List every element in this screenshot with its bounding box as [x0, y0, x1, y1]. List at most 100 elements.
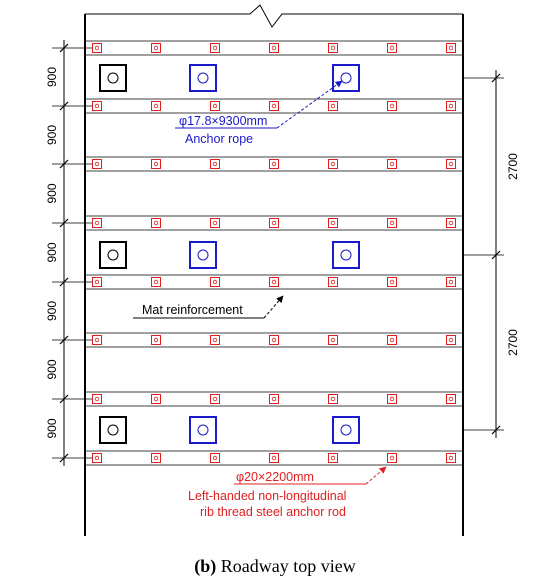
anchor-rod-hole	[389, 220, 395, 226]
anchor-rod-hole	[271, 279, 277, 285]
anchor-rod-square	[92, 277, 102, 287]
anchor-rod-hole	[330, 455, 336, 461]
anchor-rod-hole	[389, 45, 395, 51]
anchor-rod-square	[328, 394, 338, 404]
right-dim-tick	[491, 425, 501, 435]
anchor-rod-hole	[448, 337, 454, 343]
anchor-rod-hole	[448, 396, 454, 402]
anchor-rod-hole	[271, 103, 277, 109]
anchor-rod-hole	[330, 279, 336, 285]
left-dim-tick	[59, 159, 69, 169]
anchor-rod-square	[92, 394, 102, 404]
left-dim-value: 900	[45, 301, 59, 321]
anchor-rod-square	[328, 335, 338, 345]
anchor-rod-hole	[330, 103, 336, 109]
anchor-rod-square	[210, 335, 220, 345]
left-dim-tick	[59, 394, 69, 404]
anchor-rope-spec: φ17.8×9300mm	[179, 114, 267, 128]
anchor-rod-square	[210, 277, 220, 287]
anchor-rod-square	[328, 453, 338, 463]
anchor-rod-hole	[448, 279, 454, 285]
anchor-rod-square	[446, 453, 456, 463]
anchor-rod-square	[92, 43, 102, 53]
anchor-rod-square	[269, 453, 279, 463]
anchor-rod-hole	[330, 161, 336, 167]
anchor-rod-hole	[271, 396, 277, 402]
anchor-rod-square	[446, 43, 456, 53]
anchor-rod-square	[151, 394, 161, 404]
anchor-rod-hole	[153, 103, 159, 109]
right-dim-tick	[491, 250, 501, 260]
anchor-rod-square	[92, 101, 102, 111]
anchor-rod-square	[151, 453, 161, 463]
anchor-rod-hole	[448, 455, 454, 461]
anchor-rod-hole	[389, 161, 395, 167]
anchor-rod-hole	[389, 279, 395, 285]
anchor-rod-hole	[271, 337, 277, 343]
anchor-rod-hole	[271, 455, 277, 461]
anchor-rod-markers	[92, 43, 456, 463]
anchor-rod-square	[387, 218, 397, 228]
anchor-rod-hole	[153, 396, 159, 402]
anchor-rod-square	[210, 218, 220, 228]
anchor-rod-hole	[94, 103, 100, 109]
caption-letter: (b)	[194, 556, 217, 576]
anchor-rod-hole	[94, 161, 100, 167]
anchor-rod-square	[269, 335, 279, 345]
anchor-rod-square	[387, 43, 397, 53]
right-dim-tick	[491, 73, 501, 83]
anchor-rod-hole	[94, 45, 100, 51]
anchor-rod-square	[92, 335, 102, 345]
anchor-rope-hole	[197, 249, 209, 261]
anchor-rod-hole	[448, 45, 454, 51]
anchor-rod-square	[210, 43, 220, 53]
anchor-rod-hole	[153, 220, 159, 226]
anchor-rod-square	[92, 453, 102, 463]
anchor-rod-hole	[271, 45, 277, 51]
anchor-rod-hole	[212, 337, 218, 343]
anchor-rod-square	[446, 159, 456, 169]
left-dim-value: 900	[45, 183, 59, 203]
anchor-rod-hole	[389, 396, 395, 402]
anchor-rod-hole	[389, 337, 395, 343]
left-dim-tick	[59, 277, 69, 287]
caption-text: Roadway top view	[216, 556, 356, 576]
left-dim-value: 900	[45, 359, 59, 379]
anchor-rope-markers	[99, 64, 360, 444]
anchor-rod-hole	[271, 220, 277, 226]
anchor-rod-square	[151, 101, 161, 111]
mat-reinforcement-label: Mat reinforcement	[142, 303, 243, 317]
anchor-rod-square	[210, 394, 220, 404]
anchor-rod-square	[269, 218, 279, 228]
left-dim-value: 900	[45, 418, 59, 438]
anchor-rod-hole	[153, 279, 159, 285]
anchor-rod-square	[328, 43, 338, 53]
anchor-rod-square	[151, 218, 161, 228]
anchor-rod-square	[446, 335, 456, 345]
anchor-rod-hole	[389, 455, 395, 461]
anchor-rod-hole	[330, 337, 336, 343]
anchor-rod-hole	[448, 161, 454, 167]
anchor-rod-square	[387, 335, 397, 345]
anchor-rope-leader	[276, 80, 343, 129]
anchor-rod-square	[328, 218, 338, 228]
anchor-rod-hole	[153, 337, 159, 343]
anchor-rope-plate	[332, 241, 360, 269]
anchor-rod-spec: φ20×2200mm	[236, 470, 314, 484]
anchor-rod-square	[328, 159, 338, 169]
anchor-rod-square	[269, 43, 279, 53]
anchor-rod-hole	[212, 45, 218, 51]
anchor-rope-hole	[107, 72, 119, 84]
anchor-rod-hole	[94, 220, 100, 226]
left-dim-value: 900	[45, 67, 59, 87]
anchor-rod-hole	[153, 161, 159, 167]
anchor-rope-plate	[99, 241, 127, 269]
anchor-rod-hole	[153, 455, 159, 461]
anchor-rod-desc-line2: rib thread steel anchor rod	[200, 505, 346, 519]
anchor-rod-leader	[365, 466, 387, 485]
anchor-rope-hole	[340, 249, 352, 261]
anchor-rod-hole	[212, 161, 218, 167]
anchor-rope-plate	[99, 416, 127, 444]
anchor-rod-square	[210, 159, 220, 169]
anchor-rod-square	[446, 218, 456, 228]
